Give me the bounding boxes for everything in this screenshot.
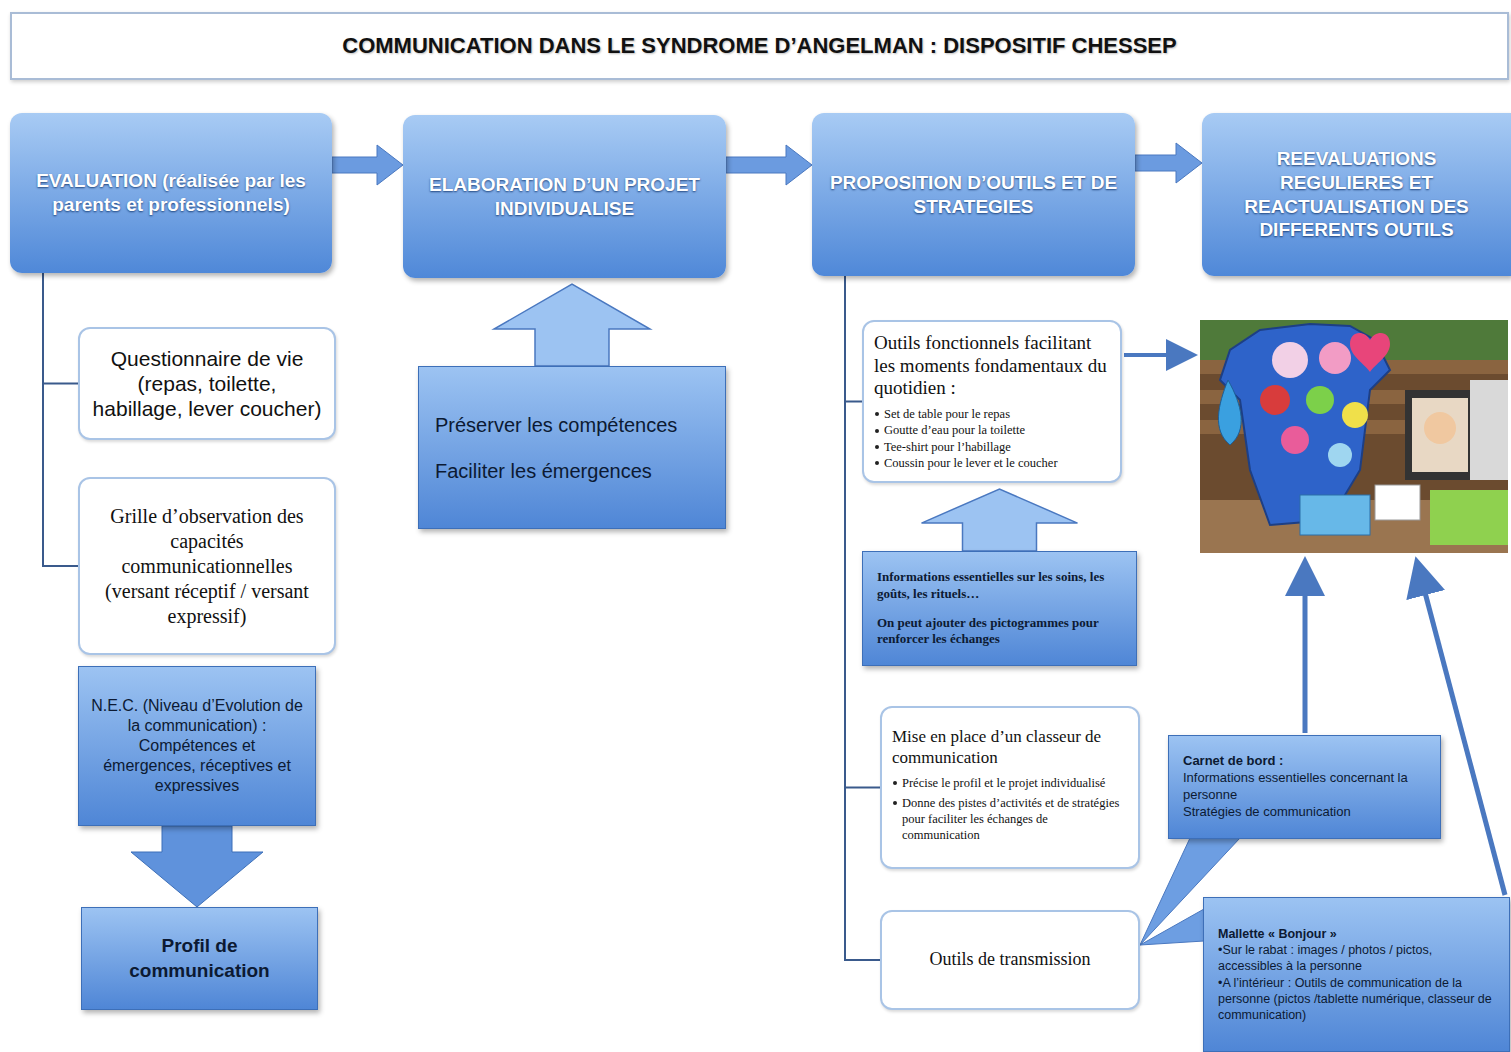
node-text: Questionnaire de vie (repas, toilette, h… — [90, 346, 324, 422]
picto-circle — [1342, 402, 1368, 428]
picto-circle — [1281, 426, 1309, 454]
callout-tail — [1140, 909, 1204, 945]
block-arrow — [332, 145, 403, 185]
tool-box: Outils de transmission — [880, 910, 1140, 1010]
picto-box — [1300, 495, 1370, 535]
bench — [1200, 320, 1508, 553]
node-text: Informations essentielles concernant la … — [1183, 770, 1426, 804]
connector — [845, 276, 862, 402]
info-box: N.E.C. (Niveau d’Evolution de la communi… — [78, 666, 316, 826]
step-box: PROPOSITION D’OUTILS ET DE STRATEGIES — [812, 113, 1135, 276]
node-text: Mallette « Bonjour » — [1218, 926, 1495, 942]
tree-line — [845, 276, 862, 402]
child-photo — [1412, 398, 1468, 472]
node-text: Grille d’observation des capacités commu… — [90, 504, 324, 629]
picto-circle — [1260, 385, 1290, 415]
tree-line — [43, 273, 78, 384]
node-text: EVALUATION (réalisée par les parents et … — [24, 169, 318, 217]
node-text: Goutte d’eau pour la toilette — [874, 422, 1110, 438]
connector — [922, 489, 1078, 551]
bag — [1470, 380, 1508, 480]
connector — [43, 273, 78, 566]
goal-box: Préserver les compétencesFaciliter les é… — [418, 366, 726, 529]
connector — [1135, 143, 1202, 183]
tool-box: Grille d’observation des capacités commu… — [78, 477, 336, 655]
photo-illustration — [1200, 320, 1508, 553]
connector — [494, 284, 650, 366]
node-text: Informations essentielles sur les soins,… — [877, 569, 1122, 603]
photo-frame — [1405, 390, 1475, 480]
connector — [1140, 909, 1204, 945]
node-text: Outils de transmission — [892, 949, 1128, 971]
node-text: On peut ajouter des pictogrammes pour re… — [877, 615, 1122, 649]
node-text: Profil de communication — [94, 934, 305, 983]
arrow-to-photo — [1124, 353, 1190, 357]
tool-box: Mise en place d’un classeur de communica… — [880, 706, 1140, 869]
block-arrow — [131, 826, 263, 907]
tool-box: Questionnaire de vie (repas, toilette, h… — [78, 327, 336, 440]
block-arrow — [922, 489, 1078, 551]
picto-circle — [1319, 342, 1351, 374]
node-text: Stratégies de communication — [1183, 804, 1426, 821]
step-box: EVALUATION (réalisée par les parents et … — [10, 113, 332, 273]
diagram-title: COMMUNICATION DANS LE SYNDROME D’ANGELMA… — [342, 33, 1176, 59]
node-text: Set de table pour le repas — [874, 406, 1110, 422]
callout-box: Mallette « Bonjour »•Sur le rabat : imag… — [1203, 897, 1510, 1052]
tool-box: Outils fonctionnels facilitant les momen… — [862, 320, 1122, 483]
node-text: Préserver les compétences — [435, 412, 713, 438]
arrow-to-photo — [1418, 566, 1505, 895]
node-text: Carnet de bord : — [1183, 753, 1426, 770]
green-folder — [1430, 490, 1508, 545]
heart — [1350, 333, 1390, 372]
water-drop — [1218, 380, 1241, 445]
connector — [43, 273, 78, 384]
node-text: •Sur le rabat : images / photos / pictos… — [1218, 942, 1495, 975]
node-text: •A l’intérieur : Outils de communication… — [1218, 975, 1495, 1024]
node-text: Donne des pistes d’activités et de strat… — [892, 795, 1128, 844]
connector — [131, 826, 263, 907]
step-box: REEVALUATIONS REGULIERES ET REACTUALISAT… — [1202, 113, 1511, 276]
node-text: ELABORATION D’UN PROJET INDIVIDUALISE — [417, 173, 712, 221]
info-box: Informations essentielles sur les soins,… — [862, 551, 1137, 666]
block-arrow — [1135, 143, 1202, 183]
title-box: COMMUNICATION DANS LE SYNDROME D’ANGELMA… — [10, 12, 1509, 80]
result-box: Profil de communication — [81, 907, 318, 1010]
node-text: REEVALUATIONS REGULIERES ET REACTUALISAT… — [1216, 147, 1497, 242]
callout-box: Carnet de bord :Informations essentielle… — [1168, 735, 1441, 839]
node-text: PROPOSITION D’OUTILS ET DE STRATEGIES — [826, 171, 1121, 219]
block-arrow — [726, 145, 812, 185]
block-arrow — [494, 284, 650, 366]
node-text: Précise le profil et le projet individua… — [892, 775, 1128, 791]
connector — [726, 145, 812, 185]
picto-circle — [1328, 443, 1352, 467]
node-text: Faciliter les émergences — [435, 458, 713, 484]
picto-card — [1375, 485, 1420, 520]
picto-circle — [1306, 386, 1334, 414]
node-text: Mise en place d’un classeur de communica… — [892, 727, 1128, 768]
picto-circle — [1272, 342, 1308, 378]
node-text: Coussin pour le lever et le coucher — [874, 455, 1110, 471]
node-text: Outils fonctionnels facilitant les momen… — [874, 332, 1110, 400]
node-text: Tee-shirt pour l’habillage — [874, 439, 1110, 455]
arrow-to-photo — [1303, 566, 1308, 733]
connector — [332, 145, 403, 185]
tree-line — [43, 273, 78, 566]
node-text: N.E.C. (Niveau d’Evolution de la communi… — [91, 696, 303, 796]
step-box: ELABORATION D’UN PROJET INDIVIDUALISE — [403, 115, 726, 278]
child-face — [1424, 412, 1456, 444]
